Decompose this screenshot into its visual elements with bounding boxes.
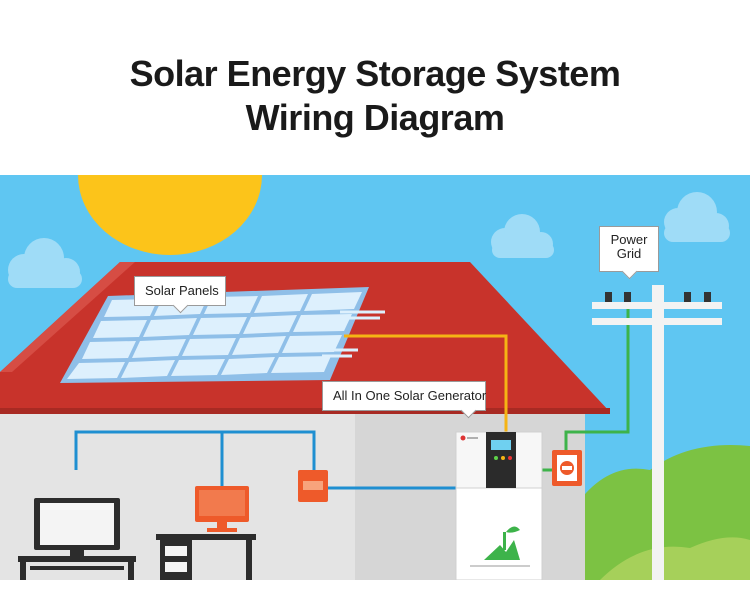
distribution-box (298, 470, 328, 502)
solar-generator-unit (455, 431, 543, 581)
cloud-right (664, 192, 730, 242)
roof-edge (0, 408, 610, 414)
power-grid-label-line-1: Power (610, 232, 648, 247)
television (18, 498, 136, 580)
sun (78, 175, 262, 255)
power-pole (592, 285, 722, 580)
solar-panels-callout: Solar Panels (134, 276, 226, 314)
solar-panel-array (60, 287, 385, 383)
solar-panels-label: Solar Panels (145, 283, 219, 298)
ground-line (0, 580, 750, 600)
roof-highlight (0, 262, 135, 372)
generator-label: All In One Solar Generator (333, 388, 487, 403)
title-line-2: Wiring Diagram (245, 97, 505, 138)
generator-callout: All In One Solar Generator (322, 381, 487, 419)
cloud-mid (491, 214, 554, 258)
wire-blue-devices (74, 430, 316, 488)
desktop-computer (156, 486, 256, 580)
title-line-1: Solar Energy Storage System (129, 53, 621, 94)
green-hills (580, 445, 750, 580)
cloud-left (8, 238, 82, 288)
power-grid-label-line-2: Grid (616, 246, 642, 261)
electric-meter (552, 450, 582, 486)
power-grid-callout: Power Grid (599, 226, 659, 280)
wire-yellow-panel-to-generator (344, 334, 508, 432)
wires (74, 300, 630, 490)
page-title: Solar Energy Storage System Wiring Diagr… (0, 52, 750, 140)
